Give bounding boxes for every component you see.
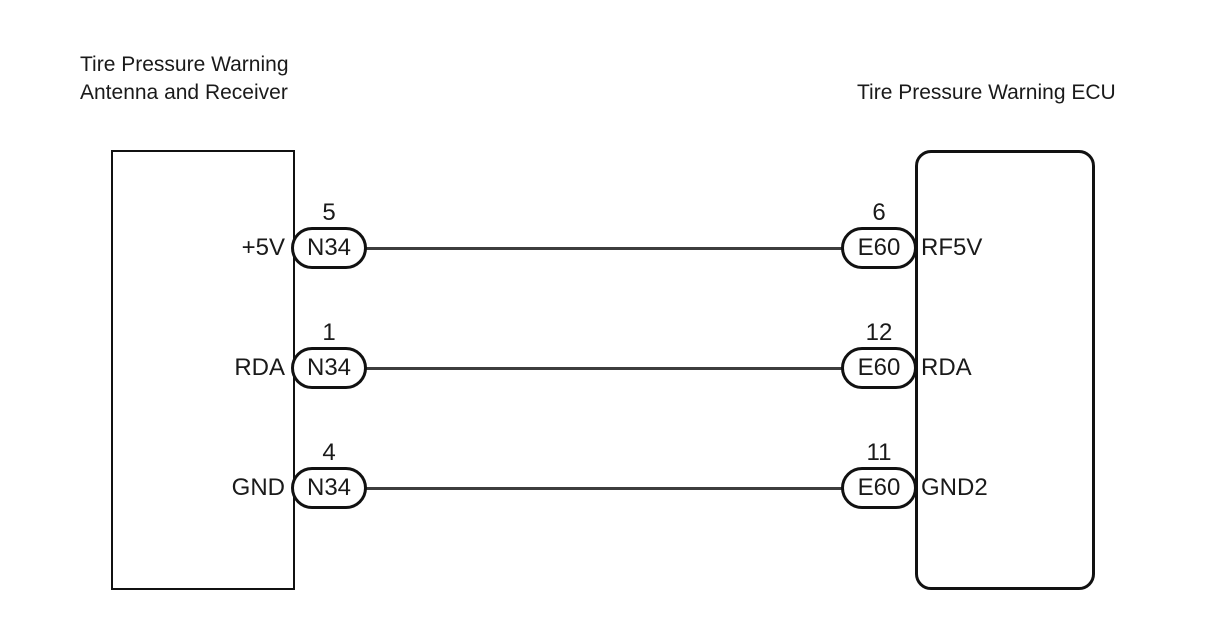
right-component-title: Tire Pressure Warning ECU xyxy=(857,81,1116,104)
right-component-box xyxy=(915,150,1095,590)
left-component-title-line1: Tire Pressure Warning xyxy=(80,53,289,76)
left-port-label: +5V xyxy=(241,234,285,261)
wire-line xyxy=(366,367,842,370)
right-pin-number: 6 xyxy=(872,199,886,226)
right-connector-oval: E60 xyxy=(841,467,917,509)
right-port-label: RF5V xyxy=(921,234,983,261)
right-pin-number: 12 xyxy=(865,319,893,346)
right-port-label: RDA xyxy=(921,354,972,381)
wire-line xyxy=(366,247,842,250)
right-port-label: GND2 xyxy=(921,474,988,501)
left-component-box xyxy=(111,150,295,590)
left-connector-oval: N34 xyxy=(291,347,367,389)
left-connector-oval: N34 xyxy=(291,467,367,509)
left-port-label: GND xyxy=(231,474,285,501)
wire-line xyxy=(366,487,842,490)
left-port-label: RDA xyxy=(234,354,285,381)
left-pin-number: 1 xyxy=(322,319,336,346)
left-pin-number: 5 xyxy=(322,199,336,226)
left-component-title: Tire Pressure Warning Antenna and Receiv… xyxy=(80,51,289,107)
left-connector-oval: N34 xyxy=(291,227,367,269)
right-pin-number: 11 xyxy=(866,439,892,466)
right-connector-oval: E60 xyxy=(841,227,917,269)
right-connector-oval: E60 xyxy=(841,347,917,389)
left-component-title-line2: Antenna and Receiver xyxy=(80,81,288,104)
left-pin-number: 4 xyxy=(322,439,336,466)
